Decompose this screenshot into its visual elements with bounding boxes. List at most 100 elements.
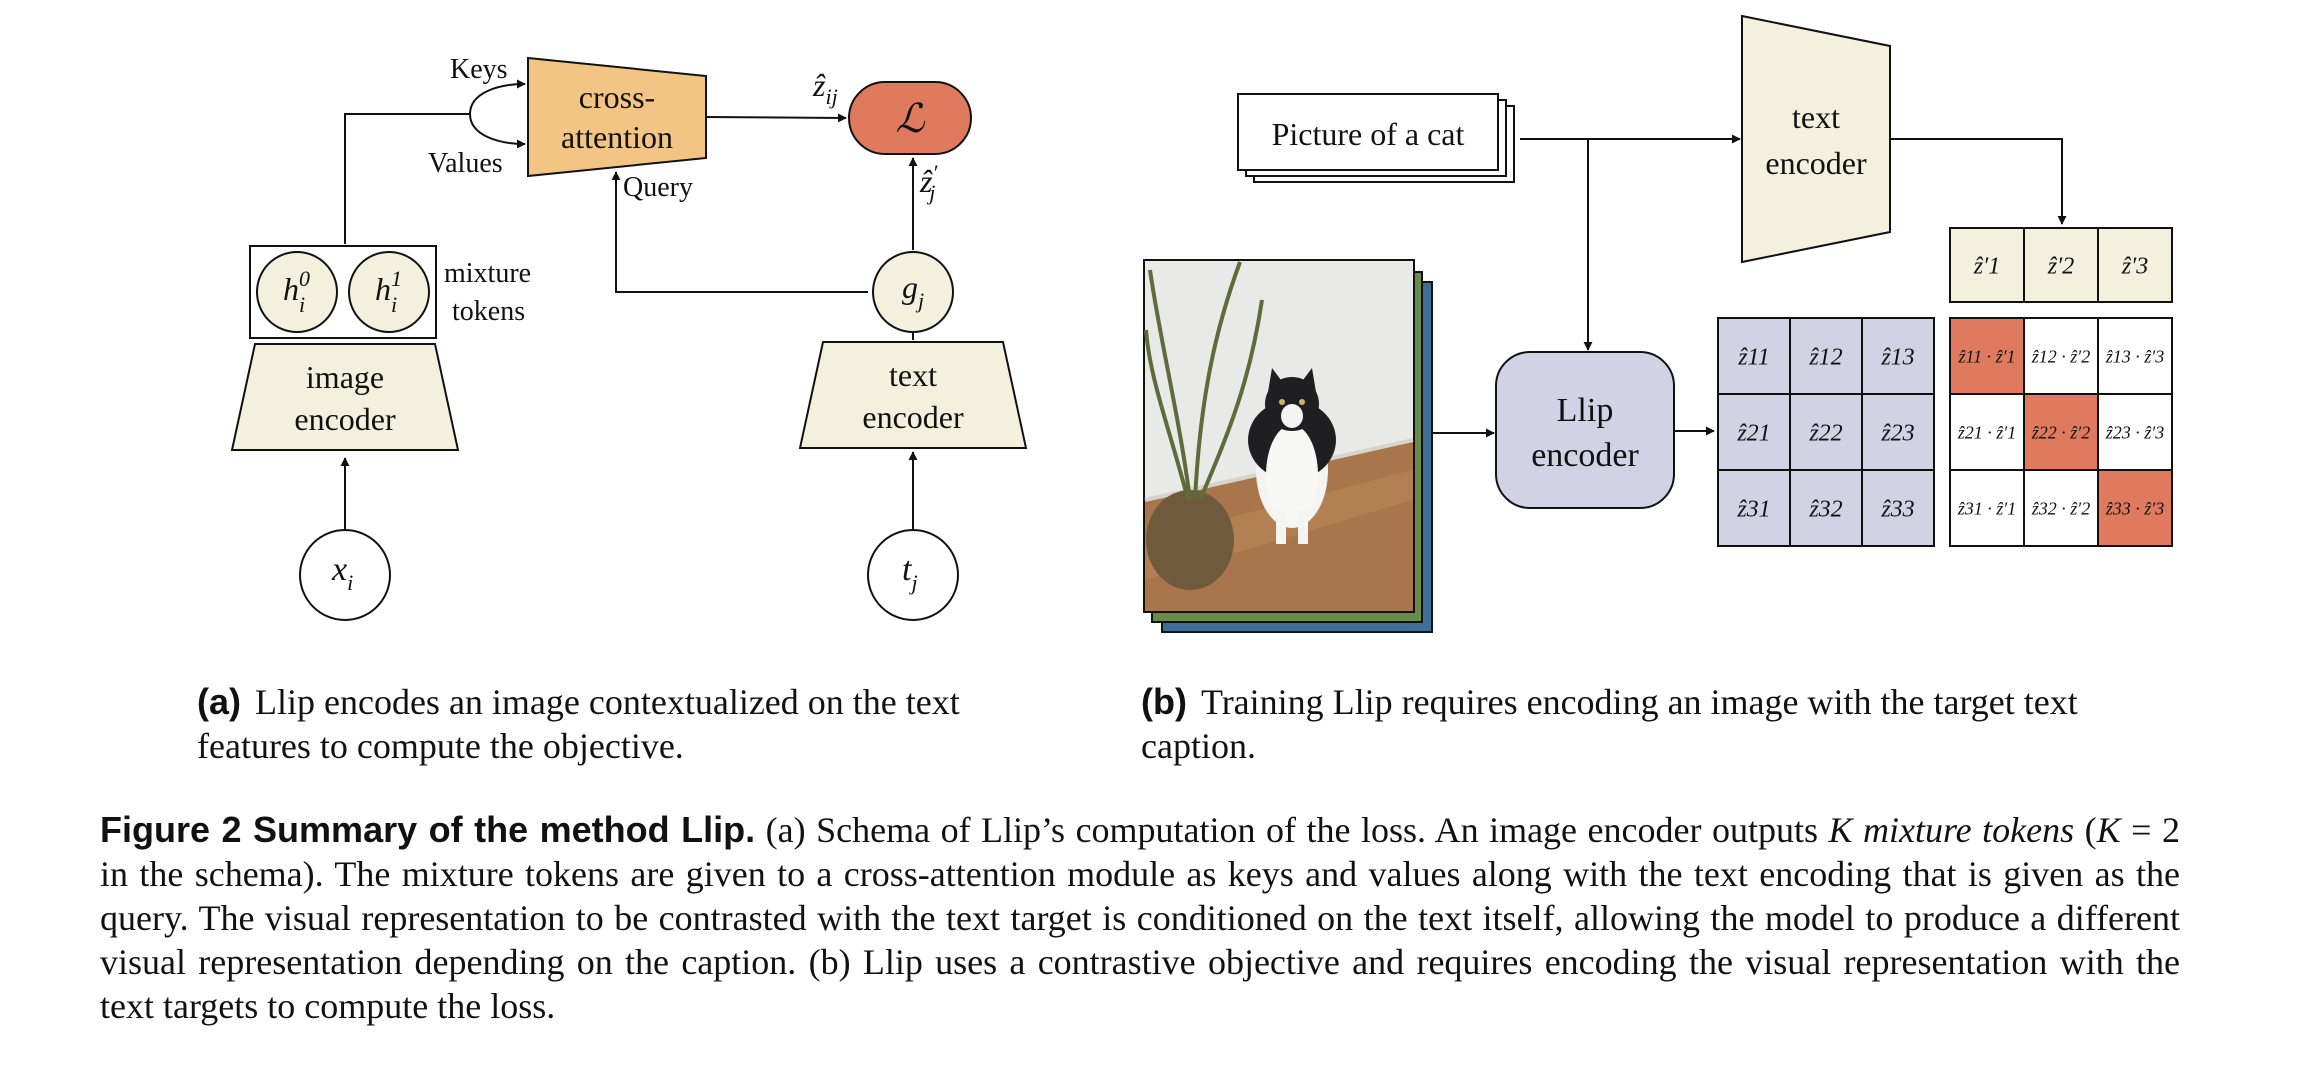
text-targets-row: ẑ′1 ẑ′2 ẑ′3 [1949, 227, 2173, 303]
text-encoder-block-b [1741, 14, 1891, 264]
similarity-cell [2023, 317, 2099, 395]
values-label: Values [428, 148, 503, 179]
caption-part-1: (a) Schema of Llip’s computation of the … [755, 810, 1829, 850]
mixture-label-1: mixture [444, 258, 531, 289]
similarity-cell [2097, 393, 2173, 471]
caption-card-text: Picture of a cat [1272, 116, 1465, 152]
text-target-cell-label: ẑ′1 [1973, 253, 2001, 279]
caption-card [1237, 93, 1499, 171]
panel-b-diagram: Picture of a cat text encoder [1143, 14, 2173, 633]
similarity-cell-label: ẑ13 · ẑ′3 [2105, 346, 2164, 366]
text-target-cell [2097, 227, 2173, 303]
similarity-cell-label: ẑ12 · ẑ′2 [2031, 346, 2090, 366]
caption-part-3: = 2 in the schema). The mixture tokens a… [100, 810, 2180, 1026]
z-matrix-cell [1717, 469, 1791, 547]
z-matrix-cell [1789, 393, 1863, 471]
similarity-cell-label: ẑ32 · ẑ′2 [2031, 498, 2090, 518]
subcaption-a-line1: Llip encodes an image contextualized on … [255, 682, 960, 722]
subcaption-b: (b) Training Llip requires encoding an im… [1141, 680, 2191, 768]
cat-eye-right [1299, 399, 1305, 405]
cat-leg-left [1276, 510, 1286, 544]
z-matrix-cell [1717, 393, 1791, 471]
cat-chest [1266, 425, 1318, 525]
subcaption-b-line1: Training Llip requires encoding an image… [1200, 682, 2078, 722]
mixture-token-h0 [256, 251, 338, 333]
text-target-cell-label: ẑ′2 [2047, 253, 2075, 279]
x-label: xi [331, 551, 353, 595]
subcaption-a-line2: features to compute the objective. [197, 726, 684, 766]
cross-attention-block [527, 56, 707, 178]
z-matrix-cell-label: ẑ13 [1880, 344, 1914, 370]
cat-ear-left [1268, 368, 1284, 392]
similarity-cell-label: ẑ23 · ẑ′3 [2105, 422, 2164, 442]
plant-pot [1146, 490, 1234, 590]
caption-k-eq: K [2096, 810, 2121, 850]
z-matrix-cell-label: ẑ23 [1880, 420, 1914, 446]
llip-encoder-label-2: encoder [1531, 437, 1639, 474]
subcaption-a-label: (a) [197, 681, 241, 722]
z-hat-j-prime-label: ẑ′j [919, 160, 938, 205]
arrow-values [469, 113, 526, 149]
similarity-cell-label: ẑ11 · ẑ′1 [1957, 346, 2015, 366]
similarity-cell [1949, 393, 2025, 471]
z-matrix-cell [1861, 469, 1935, 547]
image-encoder-label-2: encoder [294, 401, 396, 437]
arrow-text-encoder-to-targets [1890, 138, 2067, 225]
image-encoder-block [230, 343, 460, 451]
caption-mixture-tokens: mixture tokens [1852, 810, 2075, 850]
arrow-g-to-query [611, 171, 868, 293]
z-matrix-cell-label: ẑ32 [1808, 496, 1842, 522]
similarity-cell [2097, 317, 2173, 395]
query-label: Query [623, 172, 693, 203]
g-label: gj [902, 269, 924, 313]
image-encoder-label-1: image [306, 359, 384, 395]
t-label: tj [902, 551, 918, 595]
z-matrix-cell [1861, 317, 1935, 395]
x-node [299, 529, 391, 621]
llip-encoder-label-1: Llip [1557, 392, 1614, 429]
text-encoder-a-label-1: text [889, 357, 937, 393]
z-hat-ij-label: ẑij [812, 67, 838, 109]
loss-symbol: ℒ [896, 96, 926, 141]
z-matrix-cell [1861, 393, 1935, 471]
cat-eye-left [1279, 399, 1285, 405]
similarity-cell-label: ẑ31 · ẑ′1 [1957, 498, 2016, 518]
g-node [872, 251, 954, 333]
z-matrix-cell-label: ẑ31 [1736, 496, 1770, 522]
caption-lead: Figure 2 Summary of the method Llip. [100, 809, 756, 850]
z-matrix-cell [1717, 317, 1791, 395]
cat-ear-right [1300, 368, 1316, 392]
connector-mixture-to-keys-values [344, 113, 470, 244]
cross-attention-label-1: cross- [579, 79, 655, 115]
arrow-keys [469, 79, 526, 115]
subcaption-a: (a) Llip encodes an image contextualized … [197, 680, 1097, 768]
cat-muzzle [1281, 404, 1303, 428]
z-matrix-cell-label: ẑ22 [1808, 420, 1842, 446]
z-matrix-cell-label: ẑ33 [1880, 496, 1914, 522]
subcaption-b-label: (b) [1141, 681, 1187, 722]
text-encoder-block-a [798, 341, 1028, 449]
figure-diagram: cross- attention Keys Values Query ℒ ẑij… [230, 14, 2173, 633]
loss-node [848, 81, 972, 155]
panel-a-diagram: cross- attention Keys Values Query ℒ ẑij… [230, 54, 1028, 621]
similarity-cell-label: ẑ33 · ẑ′3 [2105, 498, 2164, 518]
caption-part-2: ( [2074, 810, 2097, 850]
text-encoder-a-label-2: encoder [862, 399, 964, 435]
z-matrix-cell-label: ẑ11 [1737, 344, 1770, 370]
figure-caption: Figure 2 Summary of the method Llip. (a)… [100, 808, 2180, 1028]
subcaption-b-line2: caption. [1141, 726, 1256, 766]
text-target-cell [1949, 227, 2025, 303]
cat-leg-right [1298, 510, 1308, 544]
cross-attention-label-2: attention [561, 119, 673, 155]
plant-leaves [1144, 261, 1264, 501]
similarity-cell [2097, 469, 2173, 547]
mixture-label-2: tokens [452, 296, 525, 327]
text-target-cell-label: ẑ′3 [2121, 253, 2149, 279]
text-encoder-b-label-1: text [1792, 99, 1840, 135]
keys-label: Keys [450, 54, 508, 85]
similarity-cell-label: ẑ21 · ẑ′1 [1957, 422, 2016, 442]
